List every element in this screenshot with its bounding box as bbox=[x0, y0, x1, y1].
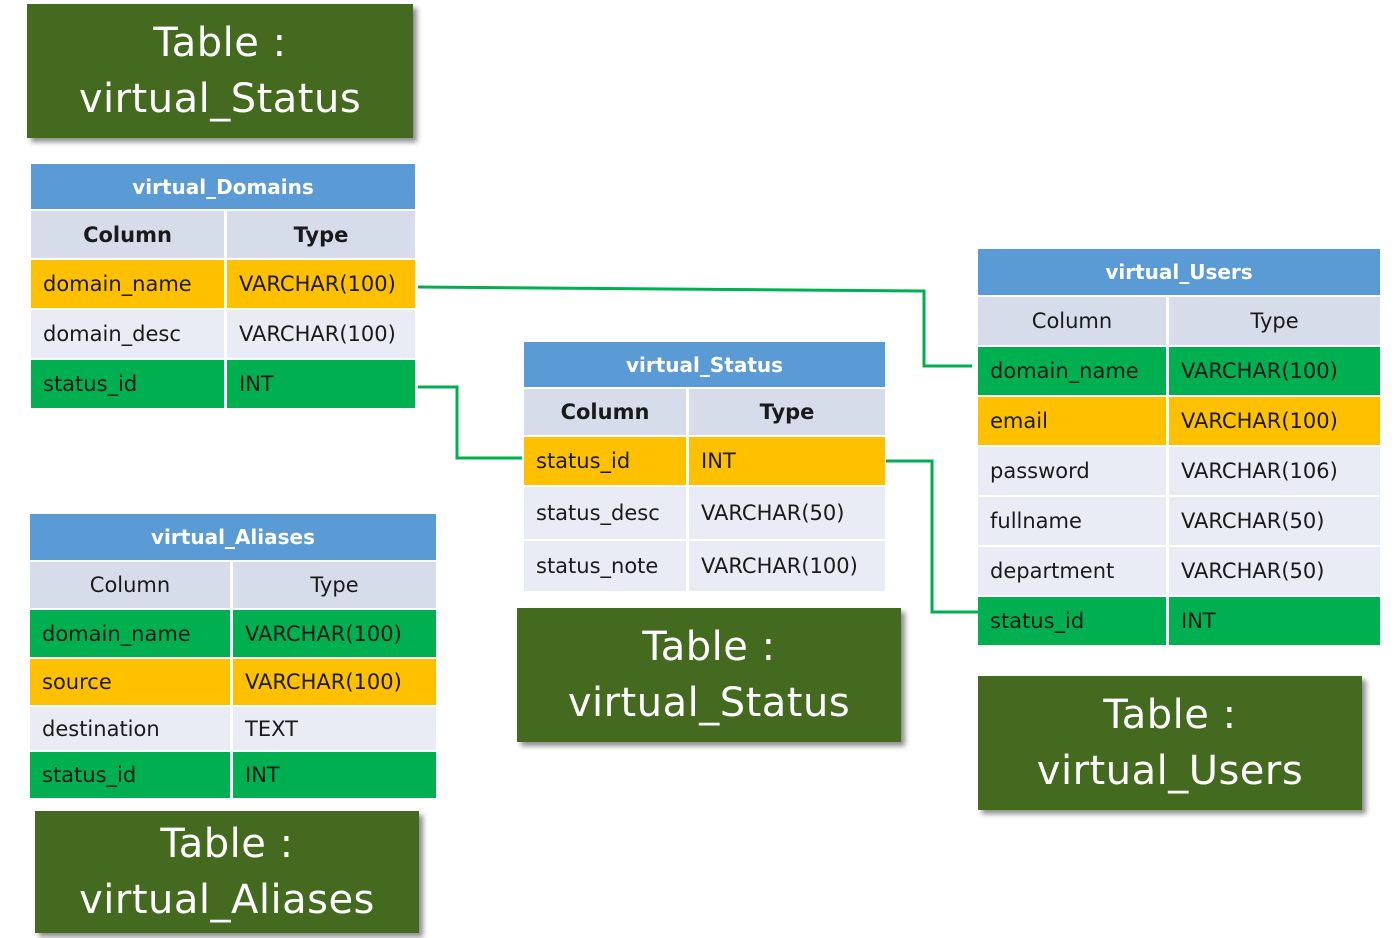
table-row: status_id INT bbox=[978, 597, 1381, 645]
column-type: INT bbox=[1169, 597, 1381, 645]
column-name: fullname bbox=[978, 497, 1166, 545]
table-row: department VARCHAR(50) bbox=[978, 547, 1381, 595]
column-header: Column bbox=[31, 211, 224, 258]
column-type: VARCHAR(50) bbox=[1169, 547, 1381, 595]
type-header: Type bbox=[233, 562, 436, 608]
column-type: INT bbox=[227, 360, 415, 408]
column-header: Column bbox=[978, 297, 1166, 345]
type-header: Type bbox=[227, 211, 415, 258]
column-type: VARCHAR(100) bbox=[1169, 397, 1381, 445]
label-status-prefix: Table : bbox=[642, 624, 776, 670]
label-top-left-name: virtual_Status bbox=[78, 76, 362, 122]
column-type: VARCHAR(100) bbox=[233, 610, 436, 657]
column-type: VARCHAR(100) bbox=[1169, 347, 1381, 395]
column-name: domain_desc bbox=[31, 310, 224, 358]
table-row: email VARCHAR(100) bbox=[978, 397, 1381, 445]
table-row: domain_name VARCHAR(100) bbox=[30, 610, 436, 657]
label-top-left: Table : virtual_Status bbox=[27, 4, 413, 138]
label-status: Table : virtual_Status bbox=[517, 608, 901, 742]
table-title: virtual_Status bbox=[524, 342, 886, 387]
column-name: status_id bbox=[30, 752, 230, 798]
column-type: INT bbox=[689, 437, 886, 485]
table-title: virtual_Users bbox=[978, 249, 1381, 295]
table-row: status_id INT bbox=[31, 360, 415, 408]
column-name: domain_name bbox=[978, 347, 1166, 395]
label-users-prefix: Table : bbox=[1103, 692, 1237, 738]
column-name: status_id bbox=[978, 597, 1166, 645]
column-type: VARCHAR(100) bbox=[233, 659, 436, 705]
column-type: VARCHAR(100) bbox=[227, 310, 415, 358]
column-name: password bbox=[978, 447, 1166, 495]
label-users-name: virtual_Users bbox=[1036, 748, 1304, 794]
table-row: status_note VARCHAR(100) bbox=[524, 541, 886, 591]
column-name: source bbox=[30, 659, 230, 705]
column-name: status_desc bbox=[524, 487, 686, 539]
table-row: status_desc VARCHAR(50) bbox=[524, 487, 886, 539]
link-status-status-id-to-users-status-id bbox=[886, 459, 978, 614]
table-row: password VARCHAR(106) bbox=[978, 447, 1381, 495]
table-row: domain_desc VARCHAR(100) bbox=[31, 310, 415, 358]
column-type: VARCHAR(50) bbox=[1169, 497, 1381, 545]
column-name: domain_name bbox=[30, 610, 230, 657]
link-domains-domain-name-to-users-domain-name bbox=[417, 285, 972, 368]
label-users: Table : virtual_Users bbox=[978, 676, 1362, 810]
column-name: destination bbox=[30, 707, 230, 750]
table-row: source VARCHAR(100) bbox=[30, 659, 436, 705]
label-aliases: Table : virtual_Aliases bbox=[35, 811, 419, 933]
table-row: status_id INT bbox=[524, 437, 886, 485]
label-aliases-name: virtual_Aliases bbox=[79, 877, 375, 923]
column-name: status_id bbox=[31, 360, 224, 408]
column-header: Column bbox=[30, 562, 230, 608]
label-aliases-prefix: Table : bbox=[160, 821, 294, 867]
label-status-name: virtual_Status bbox=[567, 680, 851, 726]
column-name: domain_name bbox=[31, 260, 224, 308]
column-type: VARCHAR(100) bbox=[227, 260, 415, 308]
column-type: TEXT bbox=[233, 707, 436, 750]
table-row: fullname VARCHAR(50) bbox=[978, 497, 1381, 545]
column-name: status_id bbox=[524, 437, 686, 485]
table-virtual-status: virtual_Status Column Type status_id INT… bbox=[521, 340, 888, 593]
label-top-left-prefix: Table : bbox=[153, 20, 287, 66]
table-virtual-aliases: virtual_Aliases Column Type domain_name … bbox=[27, 512, 439, 800]
table-row: domain_name VARCHAR(100) bbox=[978, 347, 1381, 395]
table-row: destination TEXT bbox=[30, 707, 436, 750]
table-title: virtual_Aliases bbox=[30, 514, 436, 560]
column-type: VARCHAR(50) bbox=[689, 487, 886, 539]
table-row: status_id INT bbox=[30, 752, 436, 798]
column-name: status_note bbox=[524, 541, 686, 591]
column-type: INT bbox=[233, 752, 436, 798]
type-header: Type bbox=[1169, 297, 1381, 345]
column-name: email bbox=[978, 397, 1166, 445]
column-name: department bbox=[978, 547, 1166, 595]
type-header: Type bbox=[689, 389, 886, 435]
table-row: domain_name VARCHAR(100) bbox=[31, 260, 415, 308]
column-header: Column bbox=[524, 389, 686, 435]
table-virtual-users: virtual_Users Column Type domain_name VA… bbox=[975, 247, 1383, 647]
column-type: VARCHAR(100) bbox=[689, 541, 886, 591]
table-title: virtual_Domains bbox=[31, 164, 415, 209]
table-virtual-domains: virtual_Domains Column Type domain_name … bbox=[28, 162, 418, 410]
link-domains-status-id-to-status-status-id bbox=[418, 385, 522, 460]
column-type: VARCHAR(106) bbox=[1169, 447, 1381, 495]
